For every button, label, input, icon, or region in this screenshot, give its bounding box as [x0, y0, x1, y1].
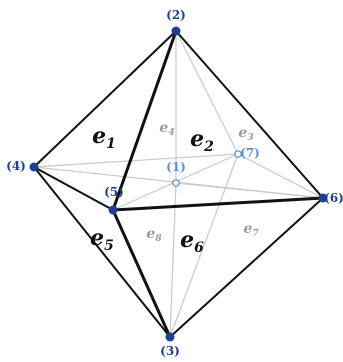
vertex-v1-dot [172, 179, 180, 187]
element-label-e8: e8 [146, 226, 162, 244]
hidden-edge-v4-v7 [33, 153, 239, 168]
vertex-label-v6: (6) [324, 191, 343, 205]
vertex-v4-dot [29, 162, 39, 172]
edge-v5-v3 [111, 208, 172, 339]
element-label-e6: e6 [180, 227, 204, 256]
vertex-label-v2: (2) [166, 8, 186, 22]
hidden-edge-v1-v3 [169, 182, 177, 338]
vertex-labels: (1) (2) (3) (4) (5) (6) (7) [6, 8, 343, 358]
element-label-e7: e7 [243, 221, 259, 239]
edge-v5-v6 [111, 196, 325, 212]
element-label-e2-subscript: 2 [203, 139, 214, 155]
element-label-e7-base: e [243, 221, 252, 237]
element-label-e7-subscript: 7 [252, 229, 259, 239]
element-label-e4: e4 [159, 120, 174, 138]
hidden-edge-v7-v3 [169, 153, 239, 338]
element-label-e5-base: e [90, 225, 104, 251]
edge-v6-v3 [169, 197, 324, 338]
vertex-label-v4: (4) [6, 159, 26, 173]
edge-v2-v6 [175, 30, 324, 199]
element-label-e3: e3 [238, 125, 253, 143]
element-label-e1-subscript: 1 [106, 136, 116, 152]
hidden-edges [33, 30, 324, 338]
hidden-edge-v1-v6 [175, 182, 324, 199]
edge-v2-v4 [33, 30, 177, 168]
vertex-v2-dot [171, 26, 181, 36]
vertex-v5-dot [108, 205, 118, 215]
vertex-label-v5: (5) [104, 185, 124, 199]
element-label-e2: e2 [190, 126, 214, 155]
element-label-e6-base: e [180, 227, 194, 253]
vertex-v7-dot [234, 150, 242, 158]
element-label-e6-subscript: 6 [194, 240, 204, 256]
vertex-label-v1: (1) [166, 160, 186, 174]
element-label-e8-subscript: 8 [155, 234, 162, 244]
visible-edges [33, 29, 325, 339]
hidden-edge-v7-v6 [237, 153, 324, 199]
vertex-label-v3: (3) [160, 344, 180, 358]
element-label-e5: e5 [90, 225, 114, 254]
vertex-dots [29, 26, 328, 342]
element-label-e3-subscript: 3 [247, 133, 253, 143]
element-label-e1: e1 [92, 123, 116, 152]
element-label-e1-base: e [92, 123, 106, 149]
edge-v2-v5 [111, 29, 178, 212]
edge-v4-v5 [33, 166, 114, 211]
vertex-label-v7: (7) [240, 146, 260, 160]
element-label-e3-base: e [238, 125, 247, 141]
hidden-edge-v2-v7 [175, 30, 239, 155]
element-label-e2-base: e [190, 126, 204, 152]
vertex-v3-dot [165, 332, 175, 342]
element-label-e4-subscript: 4 [168, 128, 174, 138]
element-label-e5-subscript: 5 [104, 238, 114, 254]
element-label-e4-base: e [159, 120, 168, 136]
element-label-e8-base: e [146, 226, 155, 242]
edge-v4-v3 [33, 166, 171, 338]
vertex-v6-dot [318, 193, 328, 203]
